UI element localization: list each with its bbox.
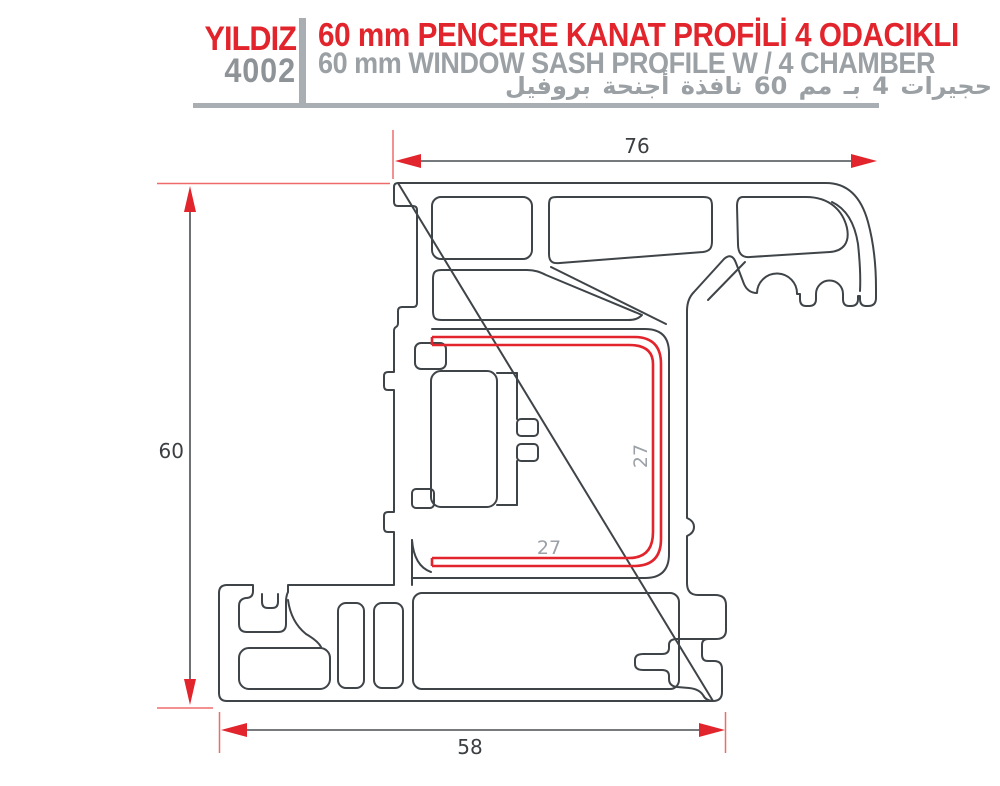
screw-boss-tooth-upper [516,418,539,437]
arrow-left-icon [395,154,421,168]
chamber-top-middle [548,196,713,265]
profile-outer-top-flap [397,182,877,312]
chamber-bottom-narrow-1 [337,602,365,689]
chamber-bottom-main [412,592,680,690]
hardware-groove-chamber [430,370,498,508]
brand-name: YILDIZ [204,20,296,58]
roller-channel-finger [261,593,279,609]
dim-value-bottom: 58 [457,735,482,759]
gasket-depth-horizontal-label: 27 [537,537,561,559]
arrow-left-icon [221,723,247,737]
chamber-top-left [431,196,533,260]
arrow-right-icon [851,154,877,168]
dim-value-left: 60 [159,439,184,463]
title-arabic: ⁨بروفيل⁩ ⁨أجنحة⁩ ⁨نافذة⁩ ⁨60⁩ ⁨مم⁩ ⁨بـ⁩ … [505,72,992,100]
gasket-depth-vertical-label: 27 [630,444,652,468]
dim-width-bottom: 58 [218,712,727,759]
chamber-wedge [432,269,643,321]
glazing-channel [411,328,670,579]
flap-inner-curve [831,201,862,292]
gasket-seal-line [430,335,663,568]
diagonal-wall-line-right [707,261,746,301]
profile-band-and-left-arm [218,182,714,702]
profile-internal-details [238,196,862,690]
chamber-bottom-left [238,647,331,690]
arrow-up-icon [184,186,196,212]
profile-right-wall-interlock [634,310,727,702]
model-number: 4002 [224,52,296,90]
profile-outline [218,182,877,702]
chamber-bottom-narrow-2 [373,602,404,689]
arrow-right-icon [699,723,725,737]
arm-channel-connector [411,539,432,573]
arrow-down-icon [184,679,196,705]
dim-value-top: 76 [624,134,649,158]
header-horizontal-rule [193,103,879,108]
groove-lip-tooth-lower [411,488,435,509]
roller-channel-sweep [287,599,322,648]
diagonal-wall-line [550,266,667,325]
dim-width-top: 76 [392,130,877,179]
brand-logo: YILDIZ 4002 [0,22,296,88]
header-vertical-divider [299,18,306,106]
dim-height-left: 60 [157,182,390,709]
glazing-lip-tooth [414,342,447,370]
title-turkish: 60 mm PENCERE KANAT PROFİLİ 4 ODACIKLI [318,16,959,53]
chamber-top-right [736,196,849,259]
title-english: 60 mm WINDOW SASH PROFILE W / 4 CHAMBER [318,47,935,80]
screw-boss-tooth-lower [516,443,539,462]
profile-interlock-foot [701,638,723,702]
